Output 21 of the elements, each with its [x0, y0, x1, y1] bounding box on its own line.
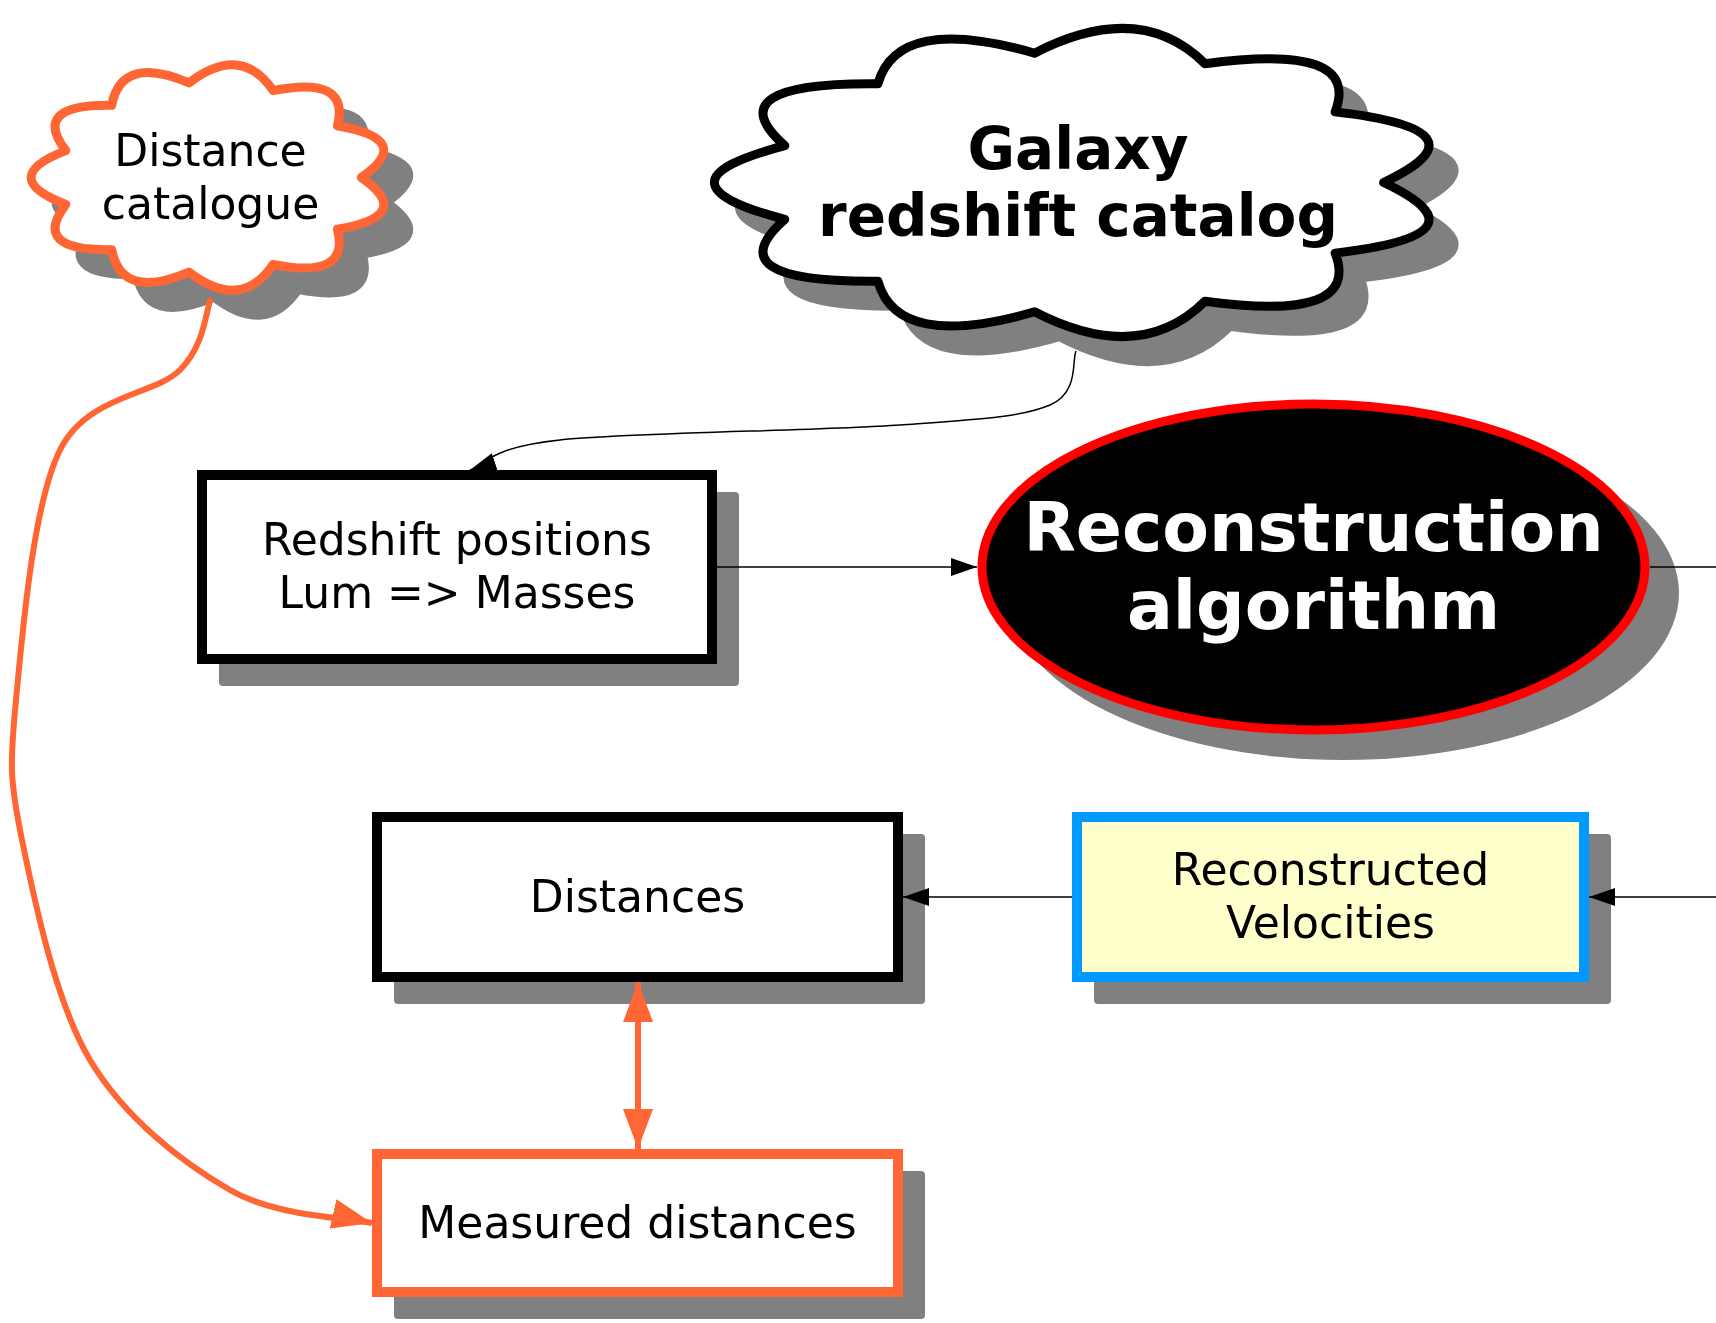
node-label: Distance catalogue: [100, 124, 321, 231]
process-box: [1072, 812, 1589, 982]
node-label: Distances: [529, 870, 746, 924]
node-label: Reconstruction algorithm: [1022, 488, 1605, 646]
arrow: [623, 982, 653, 1149]
process-box: [197, 470, 717, 664]
node-label: Galaxy: [967, 115, 1189, 183]
connector-line: [1649, 566, 1716, 568]
node-label: Redshift positions: [262, 514, 652, 567]
node-label: Lum => Masses: [278, 567, 636, 620]
arrow: [902, 888, 1073, 906]
arrow: [716, 558, 978, 576]
arrow: [469, 350, 1077, 471]
node-label: Reconstructed Velocities: [1170, 844, 1491, 950]
arrow: [8, 297, 373, 1231]
node-label: redshift catalog: [818, 182, 1338, 250]
node-label: Measured distances: [418, 1196, 857, 1250]
arrow: [1588, 888, 1716, 906]
process-box: [372, 812, 903, 982]
ellipse-node: [977, 399, 1650, 735]
process-box: [372, 1149, 903, 1297]
